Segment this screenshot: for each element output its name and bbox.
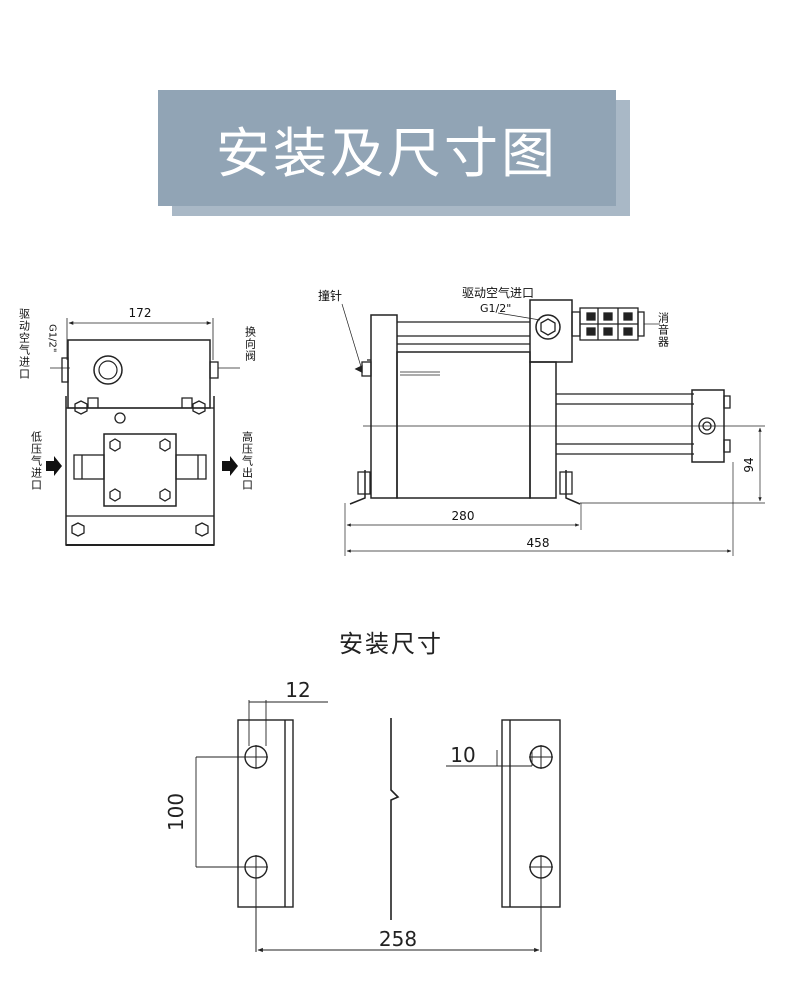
side-view (341, 299, 765, 556)
front-drive-air-thread: G1/2" (47, 324, 58, 352)
high-outlet-label: 高压气出口 (241, 430, 254, 491)
page-title: 安装及尺寸图 (216, 121, 558, 185)
dim-10: 10 (450, 743, 475, 767)
striker-label: 撞针 (318, 288, 342, 303)
title-banner: 安装及尺寸图 (158, 90, 616, 206)
front-drive-air-label: 驱动空气进口 (18, 308, 31, 380)
dim-258: 258 (379, 927, 417, 951)
side-drive-air-thread: G1/2" (480, 302, 511, 315)
dim-100: 100 (164, 793, 188, 831)
dim-458: 458 (527, 536, 550, 550)
muffler-label: 消音器 (657, 311, 670, 348)
mount-drawing (195, 700, 561, 953)
front-valve-label: 换向阀 (244, 325, 257, 362)
side-drive-air-label: 驱动空气进口 (462, 285, 534, 300)
dim-94: 94 (742, 457, 756, 472)
dim-12: 12 (285, 678, 310, 702)
mount-title: 安装尺寸 (339, 630, 443, 658)
dim-280: 280 (452, 509, 475, 523)
front-view (50, 318, 240, 546)
high-outlet-arrow-icon (222, 456, 238, 476)
low-inlet-arrow-icon (46, 456, 62, 476)
dim-172: 172 (129, 306, 152, 320)
low-inlet-label: 低压气进口 (30, 431, 43, 491)
